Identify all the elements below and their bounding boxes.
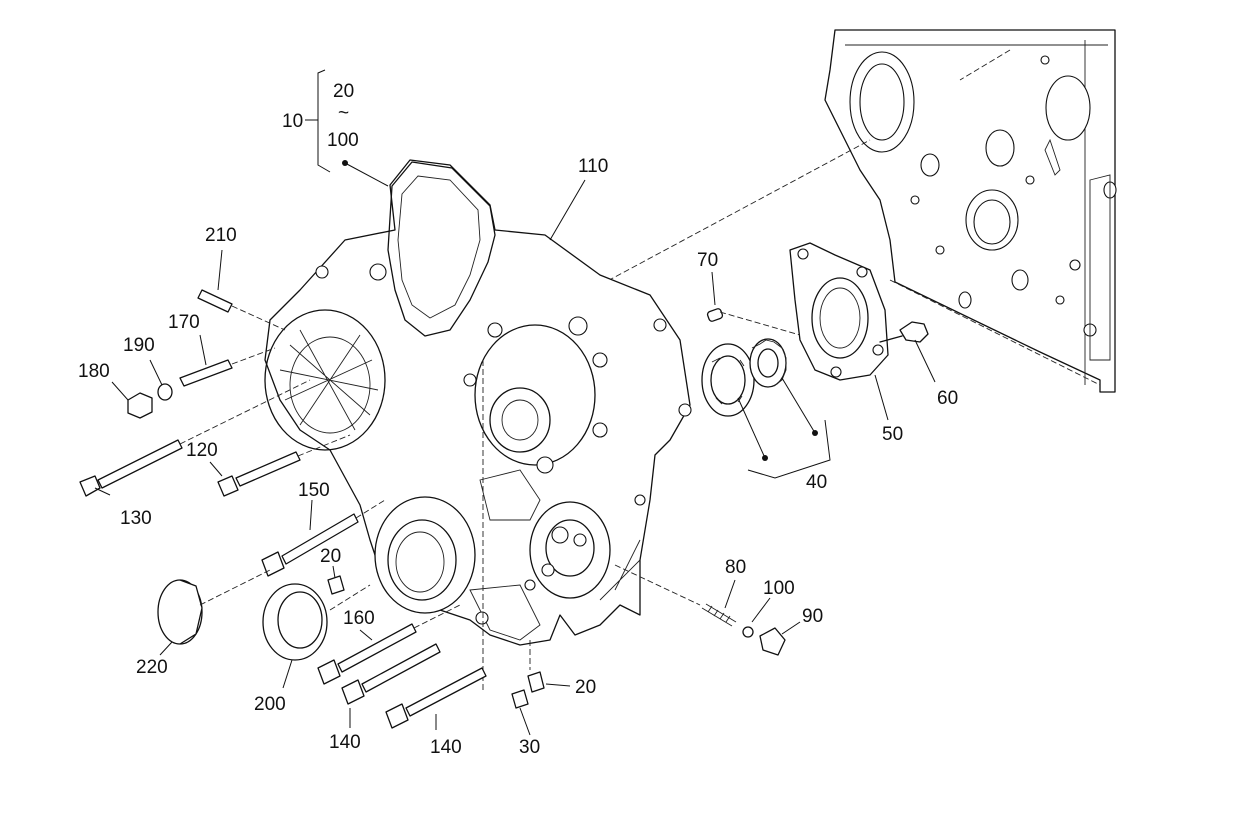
label-20-left: 20 [320,546,341,567]
label-210: 210 [205,225,237,246]
label-90: 90 [802,606,823,627]
label-120: 120 [186,440,218,461]
label-30: 30 [519,737,540,758]
centerline [889,279,1101,386]
label-140-a: 140 [329,732,361,753]
label-190: 190 [123,335,155,356]
fasteners [79,289,545,729]
oil-pump-assembly [701,242,929,417]
leader-lines [94,69,936,736]
label-10: 10 [282,111,303,132]
label-50: 50 [882,424,903,445]
label-100: 100 [763,578,795,599]
label-70: 70 [697,250,718,271]
label-40: 40 [806,472,827,493]
label-200: 200 [254,694,286,715]
label-60: 60 [937,388,958,409]
label-110: 110 [578,156,608,177]
label-220: 220 [136,657,168,678]
label-170: 170 [168,312,200,333]
label-100-range: 100 [327,130,359,151]
relief-valve [614,564,786,656]
label-20-range: 20 [333,81,354,102]
centerline [599,139,871,286]
centerline [959,49,1011,81]
label-140-b: 140 [430,737,462,758]
label-80: 80 [725,557,746,578]
label-20-bottom: 20 [575,677,596,698]
label-180: 180 [78,361,110,382]
engine-block [824,29,1117,393]
label-160: 160 [343,608,375,629]
gear-case [264,159,692,690]
part-labels: 10 20 ~ 100 110 210 170 190 180 120 130 … [78,81,958,758]
label-tilde: ~ [338,103,349,124]
label-150: 150 [298,480,330,501]
label-130: 130 [120,508,152,529]
